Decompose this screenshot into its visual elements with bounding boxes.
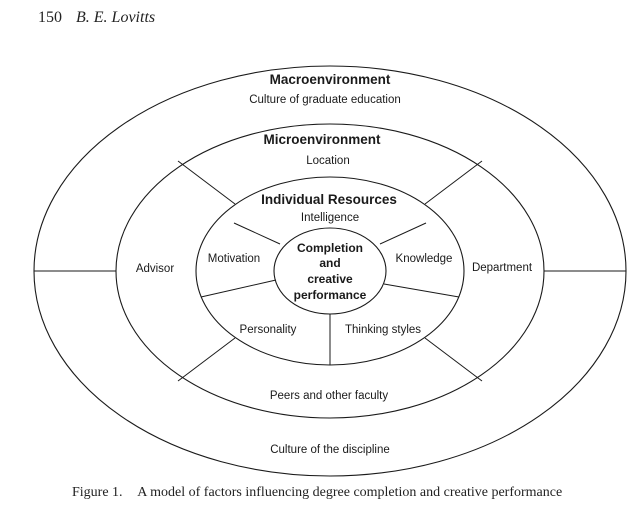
- individual-divider-lower-left: [200, 279, 277, 298]
- motivation-label: Motivation: [208, 253, 260, 265]
- center-label-line-2: and: [319, 256, 340, 270]
- micro-divider-lower-left: [177, 337, 236, 382]
- location-label: Location: [306, 155, 349, 167]
- individual-resources-heading: Individual Resources: [261, 192, 397, 207]
- center-label-line-3: creative: [307, 272, 353, 286]
- figure-number: Figure 1.: [72, 485, 123, 500]
- advisor-label: Advisor: [136, 263, 175, 275]
- macroenvironment-ring: [33, 65, 627, 477]
- center-label-line-4: performance: [294, 288, 367, 302]
- page-number: 150: [38, 9, 62, 26]
- figure-caption: Figure 1. A model of factors influencing…: [72, 485, 562, 501]
- peers-and-other-faculty-label: Peers and other faculty: [270, 390, 389, 402]
- knowledge-label: Knowledge: [396, 253, 453, 265]
- running-head-author: B. E. Lovitts: [76, 9, 156, 26]
- personality-label: Personality: [240, 324, 297, 336]
- figure-caption-text: A model of factors influencing degree co…: [137, 485, 563, 500]
- thinking-styles-label: Thinking styles: [345, 324, 421, 336]
- department-label: Department: [472, 262, 533, 274]
- individual-divider-upper-left: [233, 222, 281, 245]
- running-head: 150 B. E. Lovitts: [38, 9, 155, 27]
- intelligence-label: Intelligence: [301, 212, 359, 224]
- culture-of-the-discipline-label: Culture of the discipline: [270, 444, 390, 456]
- center-label-line-1: Completion: [297, 241, 363, 255]
- micro-divider-lower-right: [424, 337, 483, 382]
- microenvironment-heading: Microenvironment: [263, 132, 381, 147]
- micro-divider-upper-right: [424, 160, 483, 205]
- individual-divider-upper-right: [379, 222, 427, 245]
- individual-divider-lower-right: [383, 283, 460, 298]
- micro-divider-upper-left: [177, 160, 236, 205]
- culture-of-graduate-education-label: Culture of graduate education: [249, 94, 401, 106]
- macroenvironment-heading: Macroenvironment: [270, 72, 391, 87]
